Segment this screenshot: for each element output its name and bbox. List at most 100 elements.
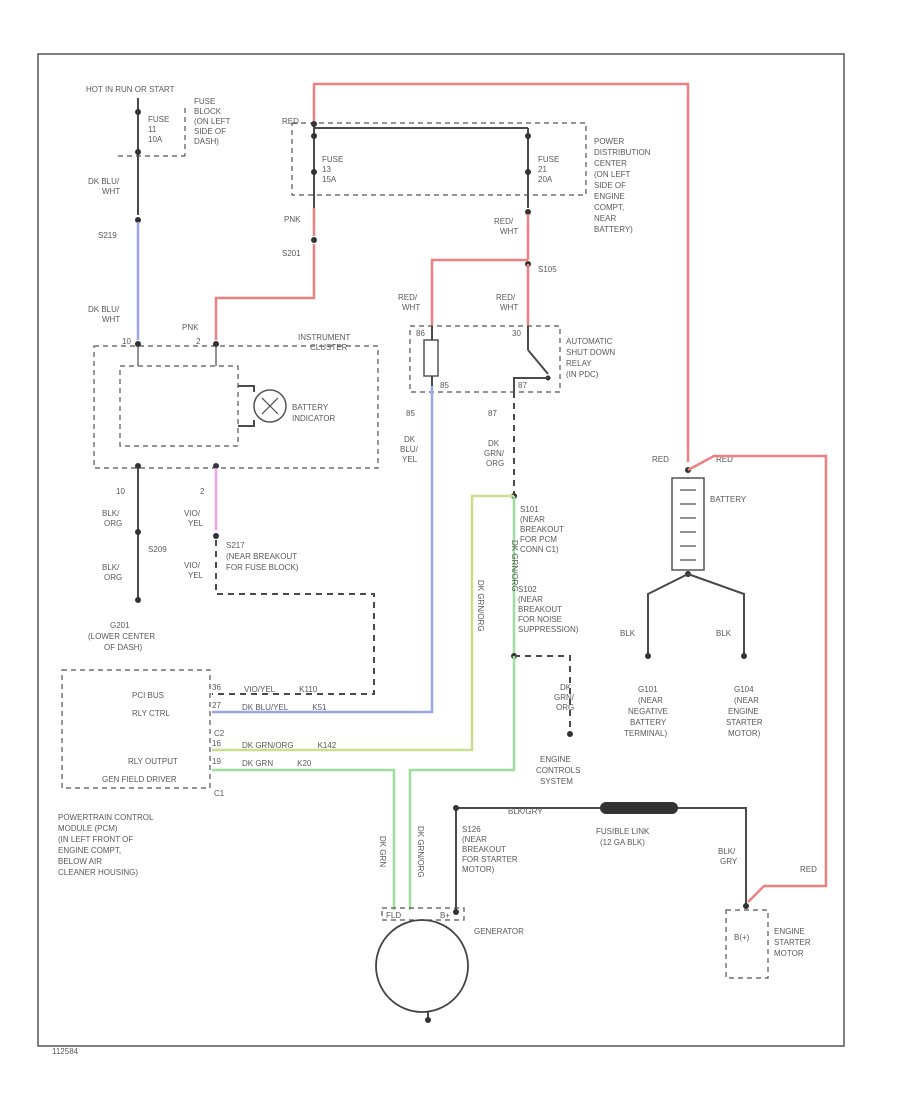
pink-feed-branch: PNK S201 PNK: [182, 208, 317, 340]
svg-text:RED: RED: [800, 865, 817, 874]
svg-text:BLK/GRY: BLK/GRY: [718, 847, 738, 866]
powertrain-control-module: PCI BUS RLY CTRL C2 RLY OUTPUT GEN FIELD…: [58, 669, 337, 877]
wire-vio-yel-pci: [212, 540, 375, 695]
svg-text:2: 2: [196, 337, 201, 346]
label-s209: S209: [148, 545, 167, 554]
generator: FLD B+ GENERATOR: [375, 907, 524, 1023]
svg-text:BLK/ORG: BLK/ORG: [102, 509, 122, 528]
relay-switch-icon: [527, 349, 549, 375]
label-pnk: PNK: [284, 215, 301, 224]
generator-icon: [375, 919, 469, 1013]
footer-code: 112584: [52, 1047, 79, 1056]
svg-text:DK GRN: DK GRN: [378, 836, 387, 867]
svg-text:PNK: PNK: [182, 323, 199, 332]
svg-text:RED/WHT: RED/WHT: [398, 293, 420, 312]
svg-text:27: 27: [212, 701, 221, 710]
label-s105: S105: [538, 265, 557, 274]
wire-dk-grn-org-gen: [408, 656, 516, 910]
svg-text:C1: C1: [214, 789, 225, 798]
svg-text:85: 85: [406, 409, 415, 418]
svg-text:BLK/GRY: BLK/GRY: [508, 807, 543, 816]
label-fusible-link: FUSIBLE LINK(12 GA BLK): [596, 827, 650, 847]
svg-text:B+: B+: [440, 911, 450, 920]
red-wht-feed-branch: RED/WHT S105 RED/WHT RED/WHT: [398, 209, 557, 326]
svg-text:16: 16: [212, 739, 221, 748]
svg-text:RED/WHT: RED/WHT: [494, 217, 518, 236]
svg-text:DK GRN/ORG: DK GRN/ORG: [476, 580, 485, 632]
wire-red-starter: [687, 454, 828, 903]
wire-red-wht-relay-coil: [430, 258, 528, 326]
battery-indicator-lamp-icon: [253, 389, 287, 423]
svg-text:36: 36: [212, 683, 221, 692]
svg-text:RED: RED: [716, 455, 733, 464]
wire-dk-blu-yel: [212, 386, 434, 714]
svg-text:RLY OUTPUT: RLY OUTPUT: [128, 757, 178, 766]
svg-text:VIO/YEL: VIO/YEL: [184, 561, 204, 580]
label-s201: S201: [282, 249, 301, 258]
svg-text:C2: C2: [214, 729, 225, 738]
relay-coil-icon: [423, 339, 439, 377]
label-generator: GENERATOR: [474, 927, 524, 936]
battery-icon: [671, 477, 705, 571]
svg-text:DK GRN/ORG: DK GRN/ORG: [510, 540, 519, 592]
svg-text:BLK: BLK: [716, 629, 732, 638]
label-battery: BATTERY: [710, 495, 747, 504]
label-s219: S219: [98, 231, 117, 240]
svg-text:RED/WHT: RED/WHT: [496, 293, 518, 312]
svg-text:BLK: BLK: [620, 629, 636, 638]
svg-text:86: 86: [416, 329, 425, 338]
svg-text:10: 10: [116, 487, 125, 496]
svg-text:DK BLU/WHT: DK BLU/WHT: [88, 305, 120, 324]
svg-text:30: 30: [512, 329, 521, 338]
svg-text:B(+): B(+): [734, 933, 750, 942]
svg-text:10: 10: [122, 337, 131, 346]
fusible-link-icon: [600, 802, 678, 814]
wire-red-battery-main: [312, 82, 690, 462]
wire-dk-grn-org-rly-output: [212, 494, 514, 752]
svg-text:RED: RED: [652, 455, 669, 464]
wire-pnk: [214, 244, 316, 340]
svg-text:2: 2: [200, 487, 205, 496]
svg-text:FLD: FLD: [386, 911, 401, 920]
svg-text:VIO/YEL: VIO/YEL: [184, 509, 204, 528]
svg-text:RLY CTRL: RLY CTRL: [132, 709, 170, 718]
svg-text:87: 87: [488, 409, 497, 418]
svg-text:DK GRN/ORG: DK GRN/ORG: [416, 826, 425, 878]
svg-text:DK BLU/WHT: DK BLU/WHT: [88, 177, 120, 196]
svg-text:PCI BUS: PCI BUS: [132, 691, 164, 700]
svg-text:BLK/ORG: BLK/ORG: [102, 563, 122, 582]
svg-text:85: 85: [440, 381, 449, 390]
svg-text:19: 19: [212, 757, 221, 766]
